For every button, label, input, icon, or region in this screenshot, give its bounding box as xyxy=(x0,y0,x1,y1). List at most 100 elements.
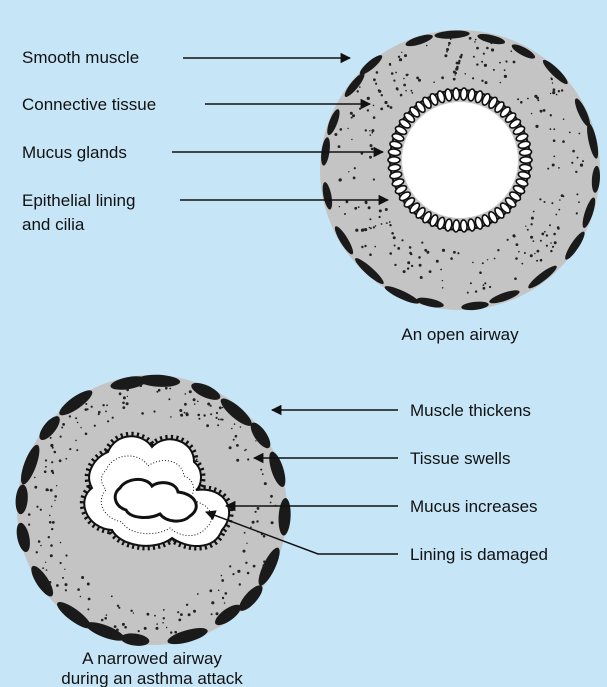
gland-dot xyxy=(493,69,495,71)
gland-dot xyxy=(255,440,256,441)
gland-dot xyxy=(45,562,46,563)
gland-dot xyxy=(221,575,223,577)
gland-dot xyxy=(229,565,231,567)
gland-dot xyxy=(533,240,535,242)
gland-dot xyxy=(406,74,409,77)
gland-dot xyxy=(51,528,53,530)
open-airway xyxy=(320,30,601,312)
gland-dot xyxy=(270,502,272,504)
gland-dot xyxy=(541,233,544,236)
gland-dot xyxy=(210,413,212,415)
gland-dot xyxy=(170,416,172,418)
gland-dot xyxy=(424,249,427,252)
gland-dot xyxy=(64,569,65,570)
gland-dot xyxy=(270,495,273,498)
gland-dot xyxy=(384,101,387,104)
gland-dot xyxy=(38,540,41,543)
gland-dot xyxy=(88,598,91,601)
gland-dot xyxy=(346,200,349,203)
gland-dot xyxy=(62,577,64,579)
gland-dot xyxy=(369,218,371,220)
gland-dot xyxy=(225,592,228,595)
gland-dot xyxy=(77,588,80,591)
gland-dot xyxy=(101,619,104,622)
gland-dot xyxy=(513,61,516,64)
label-mucus-increases: Mucus increases xyxy=(410,497,538,516)
gland-dot xyxy=(365,202,367,204)
gland-dot xyxy=(353,177,356,180)
gland-dot xyxy=(543,109,546,112)
gland-dot xyxy=(85,408,88,411)
gland-dot xyxy=(122,406,125,409)
gland-dot xyxy=(229,446,232,449)
gland-dot xyxy=(211,613,213,615)
gland-dot xyxy=(460,54,462,56)
caption-open-airway: An open airway xyxy=(401,325,519,344)
gland-dot xyxy=(359,86,361,88)
gland-dot xyxy=(186,413,189,416)
label-epithelial-line2: and cilia xyxy=(22,215,85,234)
gland-dot xyxy=(418,256,421,259)
gland-dot xyxy=(80,427,81,428)
gland-dot xyxy=(534,95,537,98)
gland-dot xyxy=(403,78,405,80)
gland-dot xyxy=(540,110,543,113)
gland-dot xyxy=(394,264,396,266)
gland-dot xyxy=(441,76,444,79)
gland-dot xyxy=(28,513,31,516)
gland-dot xyxy=(515,257,518,260)
gland-dot xyxy=(457,252,459,254)
gland-dot xyxy=(381,94,383,96)
gland-dot xyxy=(550,93,551,94)
gland-dot xyxy=(60,542,62,544)
gland-dot xyxy=(407,261,410,264)
gland-dot xyxy=(123,396,126,399)
gland-dot xyxy=(576,212,578,214)
gland-dot xyxy=(426,45,428,47)
gland-dot xyxy=(527,98,529,100)
gland-dot xyxy=(51,461,53,463)
gland-dot xyxy=(552,164,555,167)
gland-dot xyxy=(442,280,443,281)
gland-dot xyxy=(563,118,565,120)
gland-dot xyxy=(411,92,413,94)
gland-dot xyxy=(221,579,224,582)
gland-dot xyxy=(139,384,142,387)
gland-dot xyxy=(448,42,451,45)
gland-dot xyxy=(256,520,258,522)
gland-dot xyxy=(59,459,62,462)
gland-dot xyxy=(525,226,526,227)
gland-dot xyxy=(263,561,265,563)
gland-dot xyxy=(193,398,196,401)
gland-dot xyxy=(527,229,529,231)
gland-dot xyxy=(473,56,475,58)
gland-dot xyxy=(107,420,109,422)
gland-dot xyxy=(40,545,42,547)
gland-dot xyxy=(262,473,264,475)
label-connective-tissue: Connective tissue xyxy=(22,95,156,114)
cilia-cell xyxy=(388,148,401,156)
gland-dot xyxy=(166,627,167,628)
gland-dot xyxy=(403,84,406,87)
gland-dot xyxy=(34,486,37,489)
gland-dot xyxy=(80,596,82,598)
gland-dot xyxy=(180,414,183,417)
gland-dot xyxy=(217,424,219,426)
gland-dot xyxy=(61,427,63,429)
gland-dot xyxy=(374,246,376,248)
gland-dot xyxy=(576,193,578,195)
cilia-cell xyxy=(519,148,532,156)
gland-dot xyxy=(533,211,535,213)
gland-dot xyxy=(156,391,158,393)
gland-dot xyxy=(557,226,560,229)
gland-dot xyxy=(552,246,554,248)
gland-dot xyxy=(355,229,358,232)
cilia-cell xyxy=(388,164,401,172)
narrowed-airway xyxy=(14,374,291,648)
gland-dot xyxy=(47,489,49,491)
gland-dot xyxy=(379,209,382,212)
gland-dot xyxy=(62,423,65,426)
gland-dot xyxy=(395,72,397,74)
gland-dot xyxy=(118,607,120,609)
